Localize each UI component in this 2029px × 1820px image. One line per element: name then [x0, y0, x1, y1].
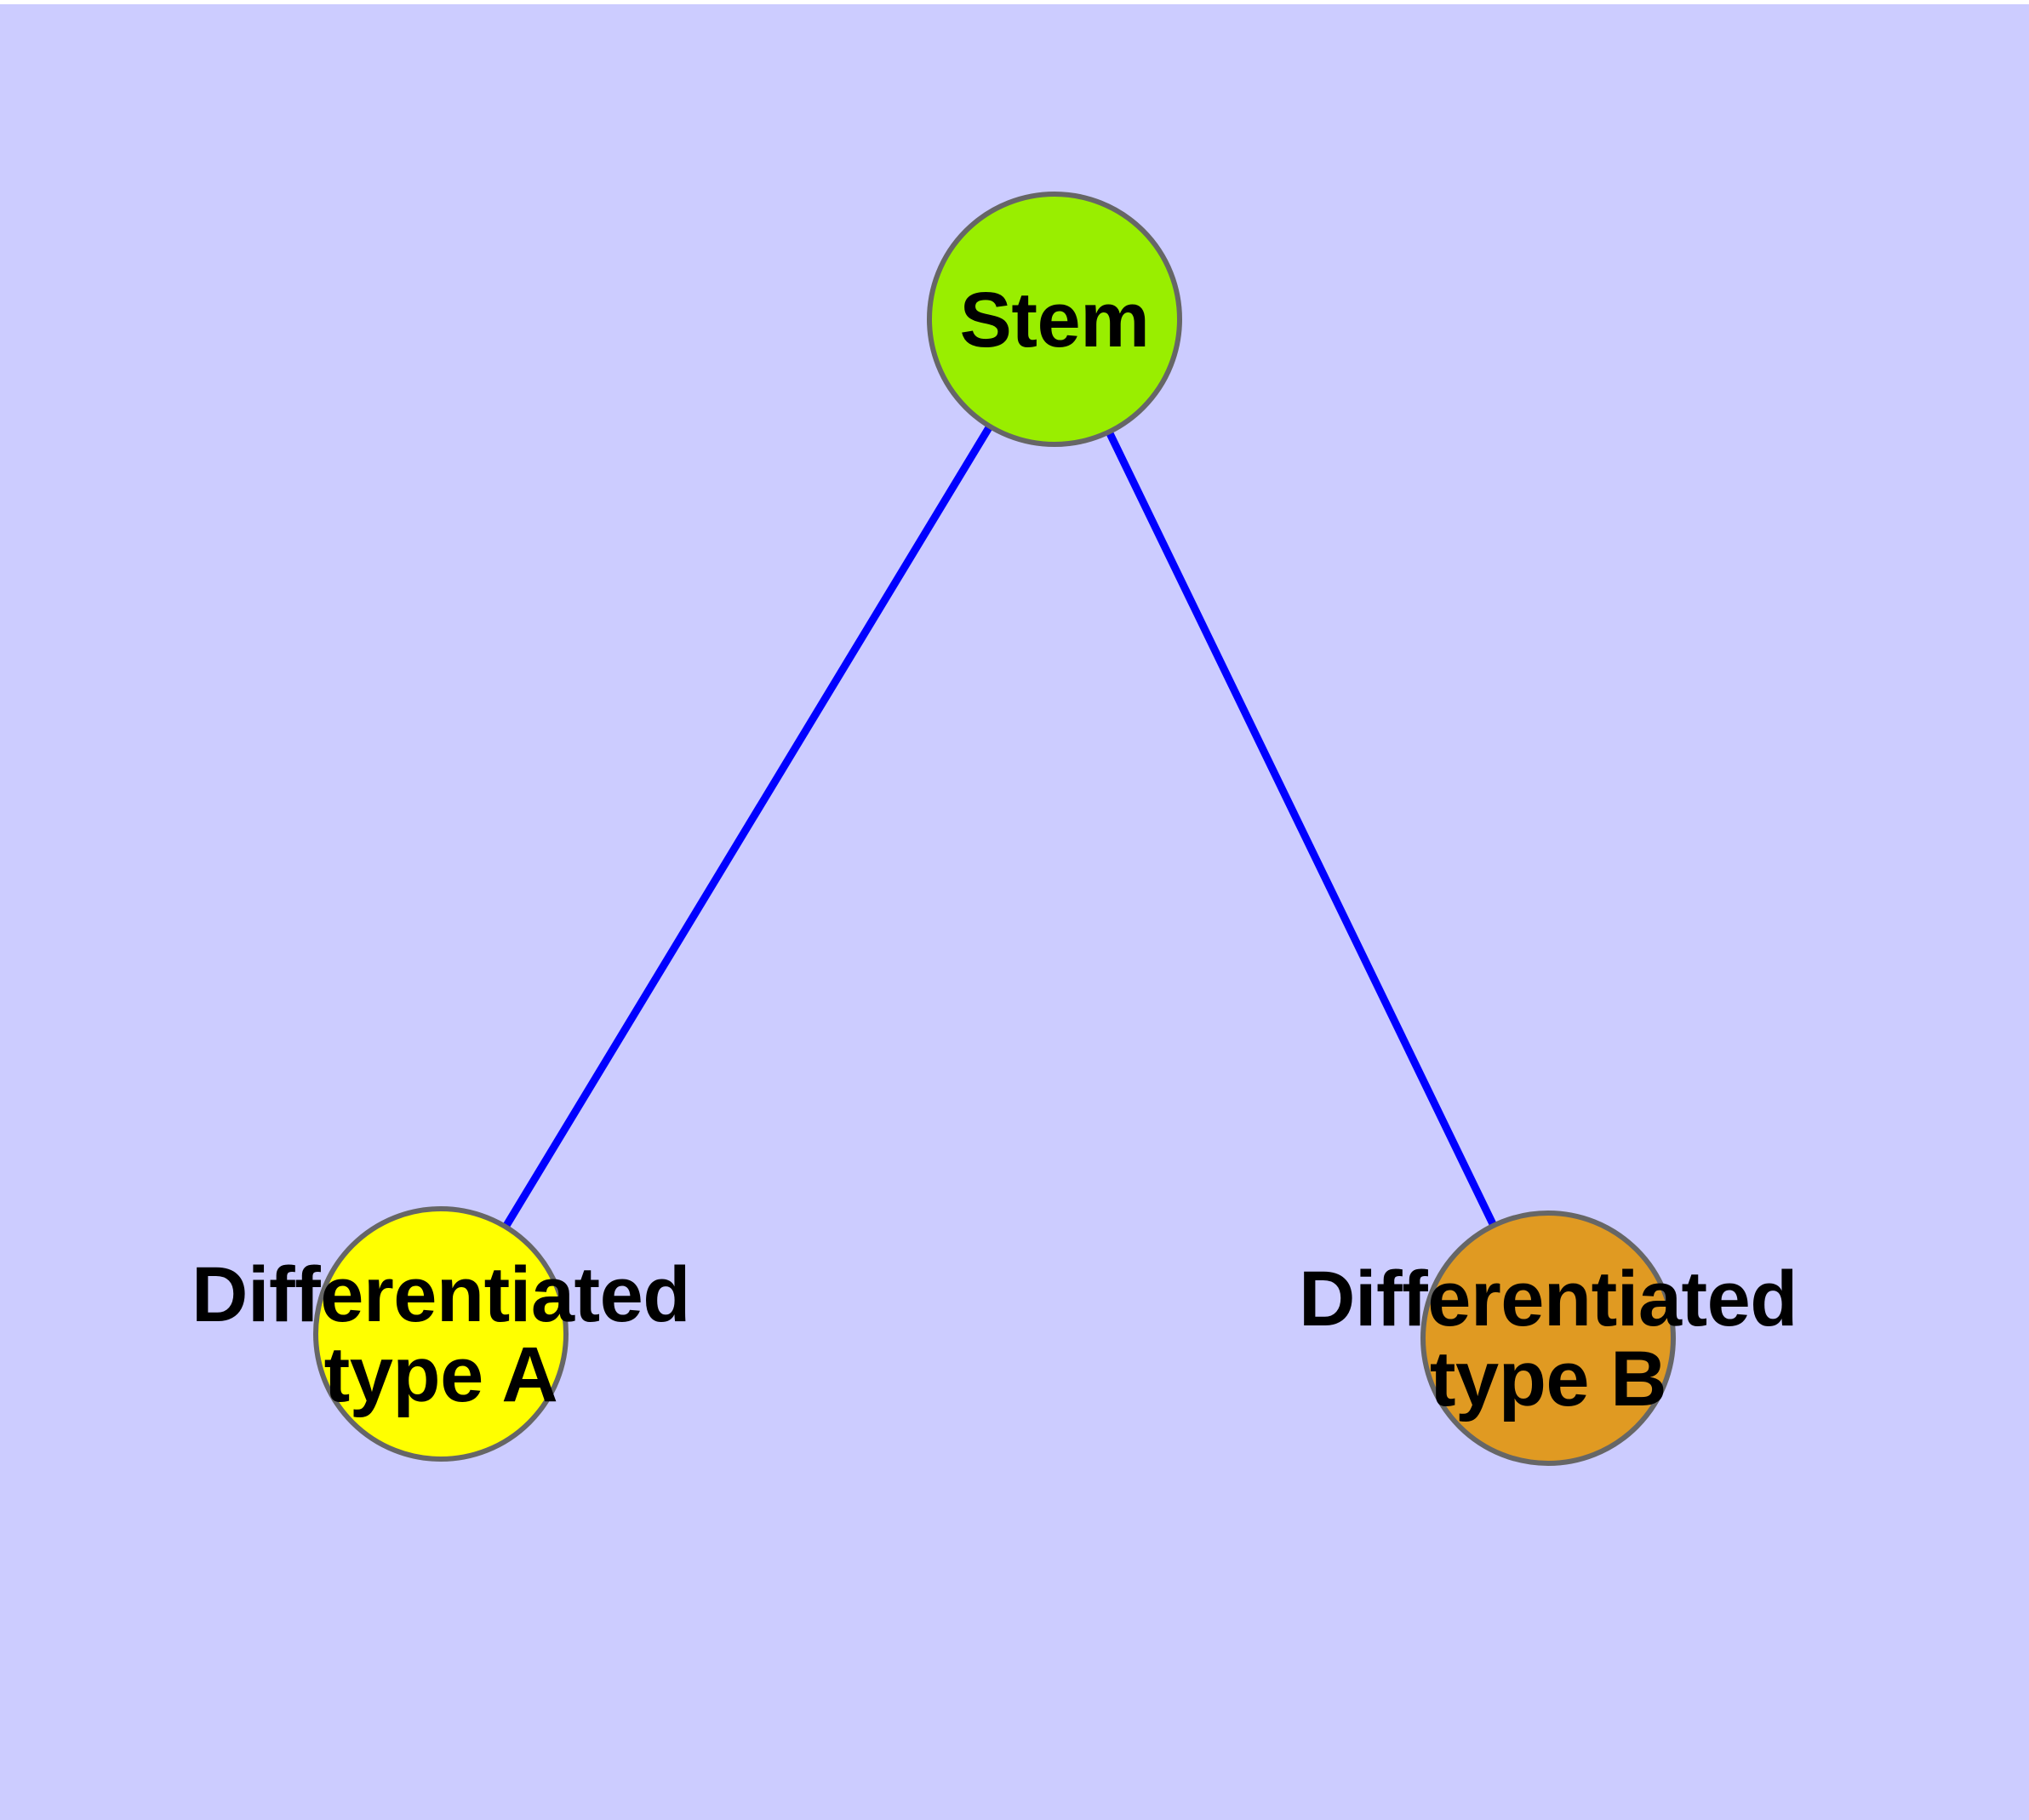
node-layer [313, 192, 1676, 1466]
node-diff-a-circle[interactable] [313, 1206, 569, 1462]
edge-layer [437, 317, 1552, 1340]
plot-background: Stem Differentiated type A Differentiate… [0, 4, 2029, 1820]
edge-stem-to-diff-a [437, 317, 1058, 1336]
graph-svg [313, 192, 1676, 1466]
node-diff-b-circle[interactable] [1420, 1210, 1676, 1466]
node-stem-circle[interactable] [927, 192, 1182, 447]
edge-stem-to-diff-b [1050, 318, 1552, 1340]
